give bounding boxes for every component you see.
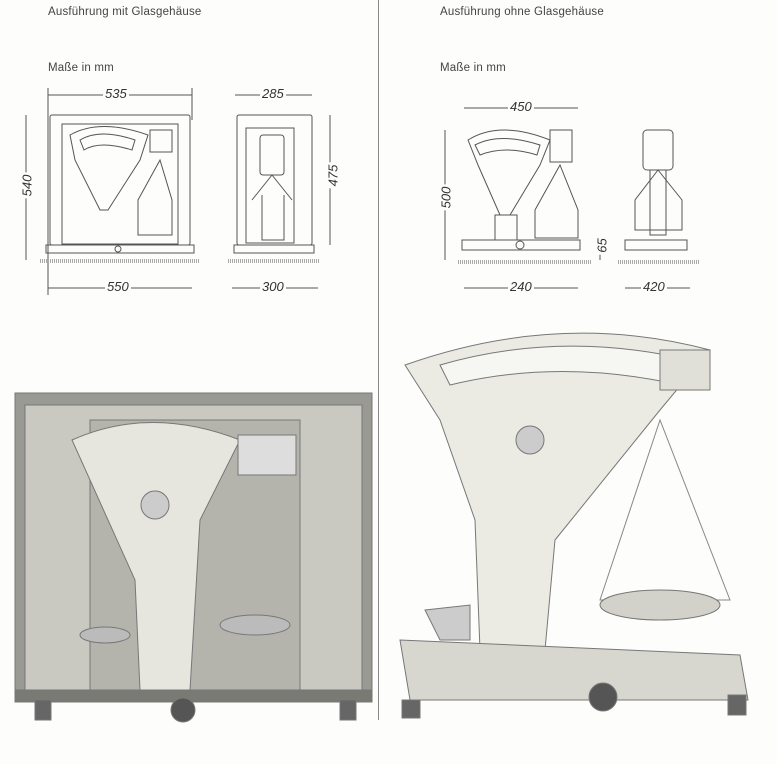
right-units-label: Maße in mm [440,62,506,74]
photo-scale-without-case [399,332,749,719]
dim-left-side-height: 475 [325,162,341,189]
dim-left-front-width: 535 [103,86,129,101]
right-side-drawing [618,129,700,289]
right-heading: Ausführung ohne Glasgehäuse [440,6,604,18]
dim-right-side-base: 420 [641,279,667,294]
right-front-drawing [444,107,601,289]
left-front-drawing [25,88,200,295]
dim-right-front-base: 240 [508,279,534,294]
dim-right-height: 500 [438,184,454,211]
dim-left-front-base: 550 [105,279,131,294]
left-heading: Ausführung mit Glasgehäuse [48,6,202,18]
left-side-drawing [228,94,331,289]
dim-left-height: 540 [19,172,35,199]
left-units-label: Maße in mm [48,62,114,74]
dim-right-front-width: 450 [508,99,534,114]
column-divider [378,0,379,720]
dim-left-side-base: 300 [260,279,286,294]
dim-right-base-height: 65 [594,236,610,255]
dim-left-side-width: 285 [260,86,286,101]
photo-scale-with-glass-case [14,392,373,723]
